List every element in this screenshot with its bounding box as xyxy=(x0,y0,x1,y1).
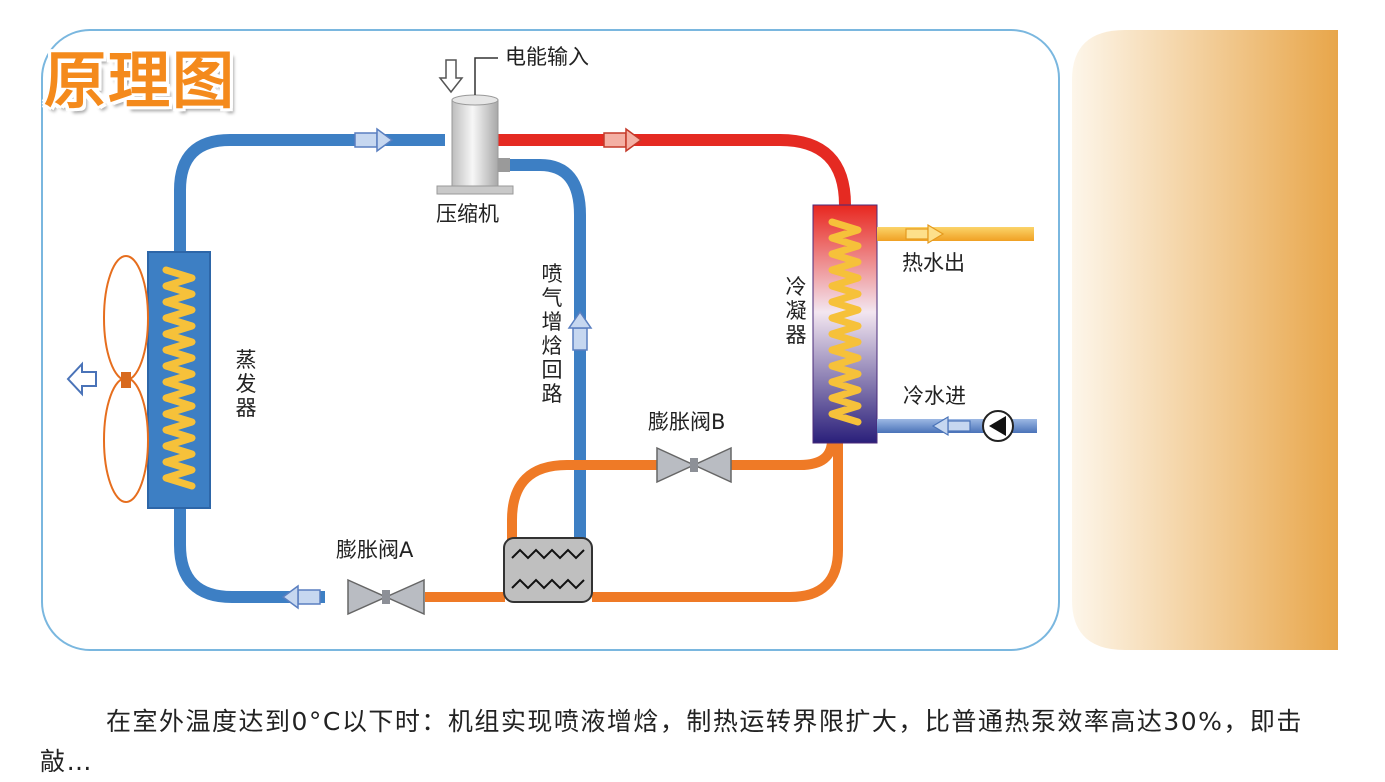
evaporator xyxy=(147,251,211,509)
flow-arrow-suction xyxy=(354,127,394,153)
side-panel xyxy=(1072,30,1338,650)
flow-arrow-discharge xyxy=(603,127,643,153)
hot-water-pipe xyxy=(877,227,1034,241)
flow-arrow-hot-water xyxy=(905,223,945,245)
principle-diagram: 原理图 电能输入 压缩机 喷气增焓回路 蒸发器 冷凝器 热水出 冷水进 膨胀阀A… xyxy=(40,29,1338,776)
label-injection-loop: 喷气增焓回路 xyxy=(541,262,563,406)
injection-pipe xyxy=(507,159,586,545)
label-valve-a: 膨胀阀A xyxy=(336,538,414,562)
diagram-canvas xyxy=(41,29,1338,651)
pump-icon xyxy=(982,410,1014,442)
liquid-pipe-main xyxy=(592,440,843,602)
label-condenser: 冷凝器 xyxy=(785,275,807,347)
label-valve-b: 膨胀阀B xyxy=(648,410,726,434)
label-hot-water-out: 热水出 xyxy=(902,251,965,275)
fan-icon xyxy=(103,255,149,503)
liquid-pipe-b-right xyxy=(728,439,837,470)
discharge-pipe xyxy=(498,134,851,206)
economizer xyxy=(503,537,593,603)
label-evaporator: 蒸发器 xyxy=(235,348,257,420)
suction-pipe xyxy=(174,134,445,255)
liquid-pipe-b-left xyxy=(507,460,660,545)
evaporator-return-pipe xyxy=(174,505,325,603)
airflow-arrow-icon xyxy=(66,361,97,397)
flow-arrow-injection xyxy=(567,310,593,351)
frame-border xyxy=(41,29,1060,651)
flow-arrow-return xyxy=(281,584,321,610)
condenser xyxy=(812,204,878,444)
label-cold-water-in: 冷水进 xyxy=(903,384,966,408)
compressor xyxy=(436,94,514,195)
diagram-title: 原理图 xyxy=(44,44,237,117)
label-compressor: 压缩机 xyxy=(436,202,499,226)
expansion-valve-b xyxy=(656,446,732,484)
power-input-leader xyxy=(474,57,498,95)
flow-arrow-cold-water xyxy=(931,415,971,437)
caption-text: 在室外温度达到0°C以下时：机组实现喷液增焓，制热运转界限扩大，比普通热泵效率高… xyxy=(40,707,1303,776)
label-power-input: 电能输入 xyxy=(505,45,589,69)
expansion-valve-a xyxy=(347,578,425,616)
power-input-arrow-icon xyxy=(438,59,464,94)
